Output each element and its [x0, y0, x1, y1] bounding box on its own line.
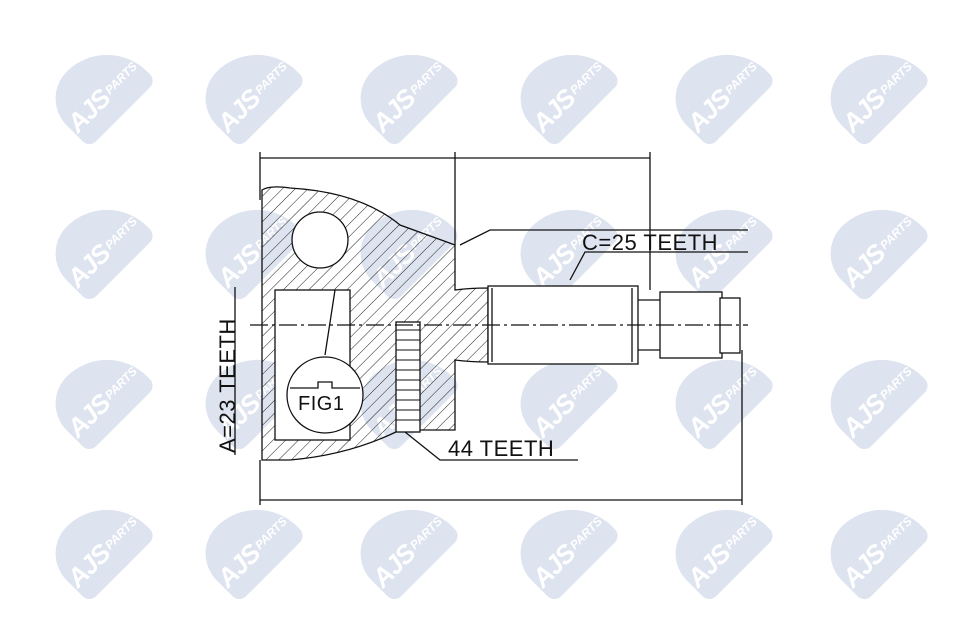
- label-a-teeth: A=23 TEETH: [215, 318, 240, 453]
- label-44-teeth: 44 TEETH: [448, 436, 555, 461]
- label-c-teeth: C=25 TEETH: [582, 230, 719, 255]
- label-fig1: FIG1: [298, 393, 345, 415]
